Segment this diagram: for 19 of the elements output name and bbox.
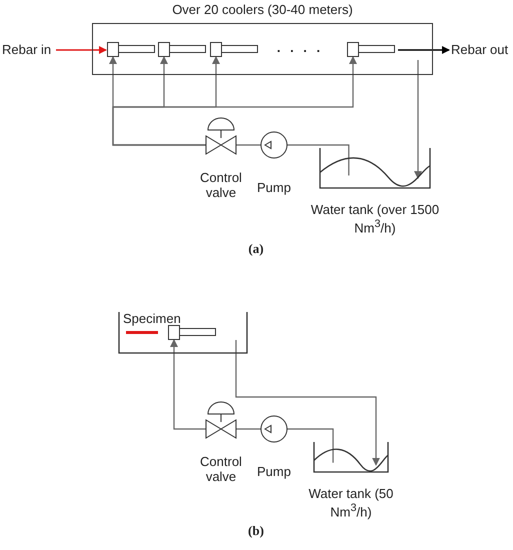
panel-label: (b) xyxy=(248,523,264,539)
tank-label: Water tank (over 1500 Nm$^{3}$/h) xyxy=(310,202,440,236)
pipe-arrow xyxy=(56,46,107,54)
component-label: Pump xyxy=(256,180,292,195)
pipe-arrow xyxy=(170,339,206,430)
flow-label: Rebar out xyxy=(451,42,510,57)
component-label: Pump xyxy=(256,464,292,479)
component-label: Control valve xyxy=(199,454,243,484)
pipe-arrow xyxy=(112,56,357,146)
pipe-arrow xyxy=(235,340,380,466)
panel-label: (a) xyxy=(248,241,264,257)
heading-label: Over 20 coolers (30-40 meters) xyxy=(171,2,354,17)
flow-label: Rebar in xyxy=(2,42,52,57)
tank-label: Water tank (50 Nm$^{3}$/h) xyxy=(308,486,394,520)
pipe-arrow xyxy=(414,60,422,180)
ellipsis-mark: . . . . xyxy=(276,40,324,55)
component-label: Control valve xyxy=(199,170,243,200)
pipe-arrow xyxy=(398,46,450,54)
specimen-label: Specimen xyxy=(123,311,182,326)
